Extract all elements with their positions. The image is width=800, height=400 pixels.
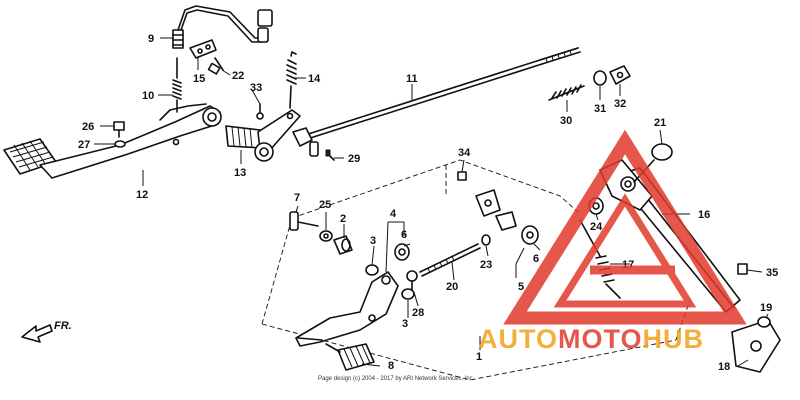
callout-6b: 6 (533, 253, 539, 265)
callout-7: 7 (294, 192, 300, 204)
callout-23: 23 (480, 259, 492, 271)
callout-18: 18 (718, 361, 730, 373)
callout-1: 1 (476, 351, 482, 363)
callout-2: 2 (340, 213, 346, 225)
callout-24: 24 (590, 221, 603, 233)
callout-31: 31 (594, 103, 606, 115)
callout-8: 8 (388, 360, 394, 372)
brake-pedal-assembly (3, 5, 273, 179)
watermark-triangle (503, 129, 747, 325)
callout-6a: 6 (401, 229, 407, 241)
callout-32: 32 (614, 98, 626, 110)
front-direction-arrow: FR. (21, 320, 72, 343)
callout-25: 25 (319, 199, 331, 211)
callout-13: 13 (234, 167, 246, 179)
callout-3a: 3 (370, 235, 376, 247)
watermark-text-hub: HUB (643, 324, 705, 354)
callout-14: 14 (308, 73, 321, 85)
callout-27: 27 (78, 139, 90, 151)
callout-3b: 3 (402, 318, 408, 330)
callout-labels: 9 10 15 22 33 14 11 26 27 12 13 29 34 30… (78, 33, 778, 373)
callout-29: 29 (348, 153, 360, 165)
brake-rod (292, 47, 631, 161)
front-direction-label: FR. (54, 320, 72, 332)
leader-lines (94, 37, 769, 367)
callout-33: 33 (250, 82, 262, 94)
callout-12: 12 (136, 189, 148, 201)
brake-arm-assembly (225, 51, 301, 162)
callout-19: 19 (760, 302, 772, 314)
watermark-text-moto: MOTO (558, 324, 643, 354)
callout-34: 34 (458, 147, 471, 159)
callout-30: 30 (560, 115, 572, 127)
watermark-triangle-inner (553, 193, 697, 308)
callout-22: 22 (232, 70, 244, 82)
callout-10: 10 (142, 90, 154, 102)
callout-5: 5 (518, 281, 524, 293)
shift-pedal-assembly (261, 159, 691, 381)
callout-35: 35 (766, 267, 778, 279)
callout-21: 21 (654, 117, 666, 129)
watermark-text: AUTOMOTOHUB (478, 324, 704, 354)
callout-11: 11 (406, 73, 418, 85)
callout-20: 20 (446, 281, 458, 293)
callout-28: 28 (412, 307, 424, 319)
callout-9: 9 (148, 33, 154, 45)
callout-15: 15 (193, 73, 205, 85)
watermark-text-auto: AUTO (478, 324, 558, 354)
callout-26: 26 (82, 121, 94, 133)
copyright-text: Page design (c) 2004 - 2017 by ARI Netwo… (318, 376, 475, 382)
watermark-logo: AUTOMOTOHUB (478, 129, 747, 354)
callout-16: 16 (698, 209, 710, 221)
callout-4: 4 (390, 208, 397, 220)
